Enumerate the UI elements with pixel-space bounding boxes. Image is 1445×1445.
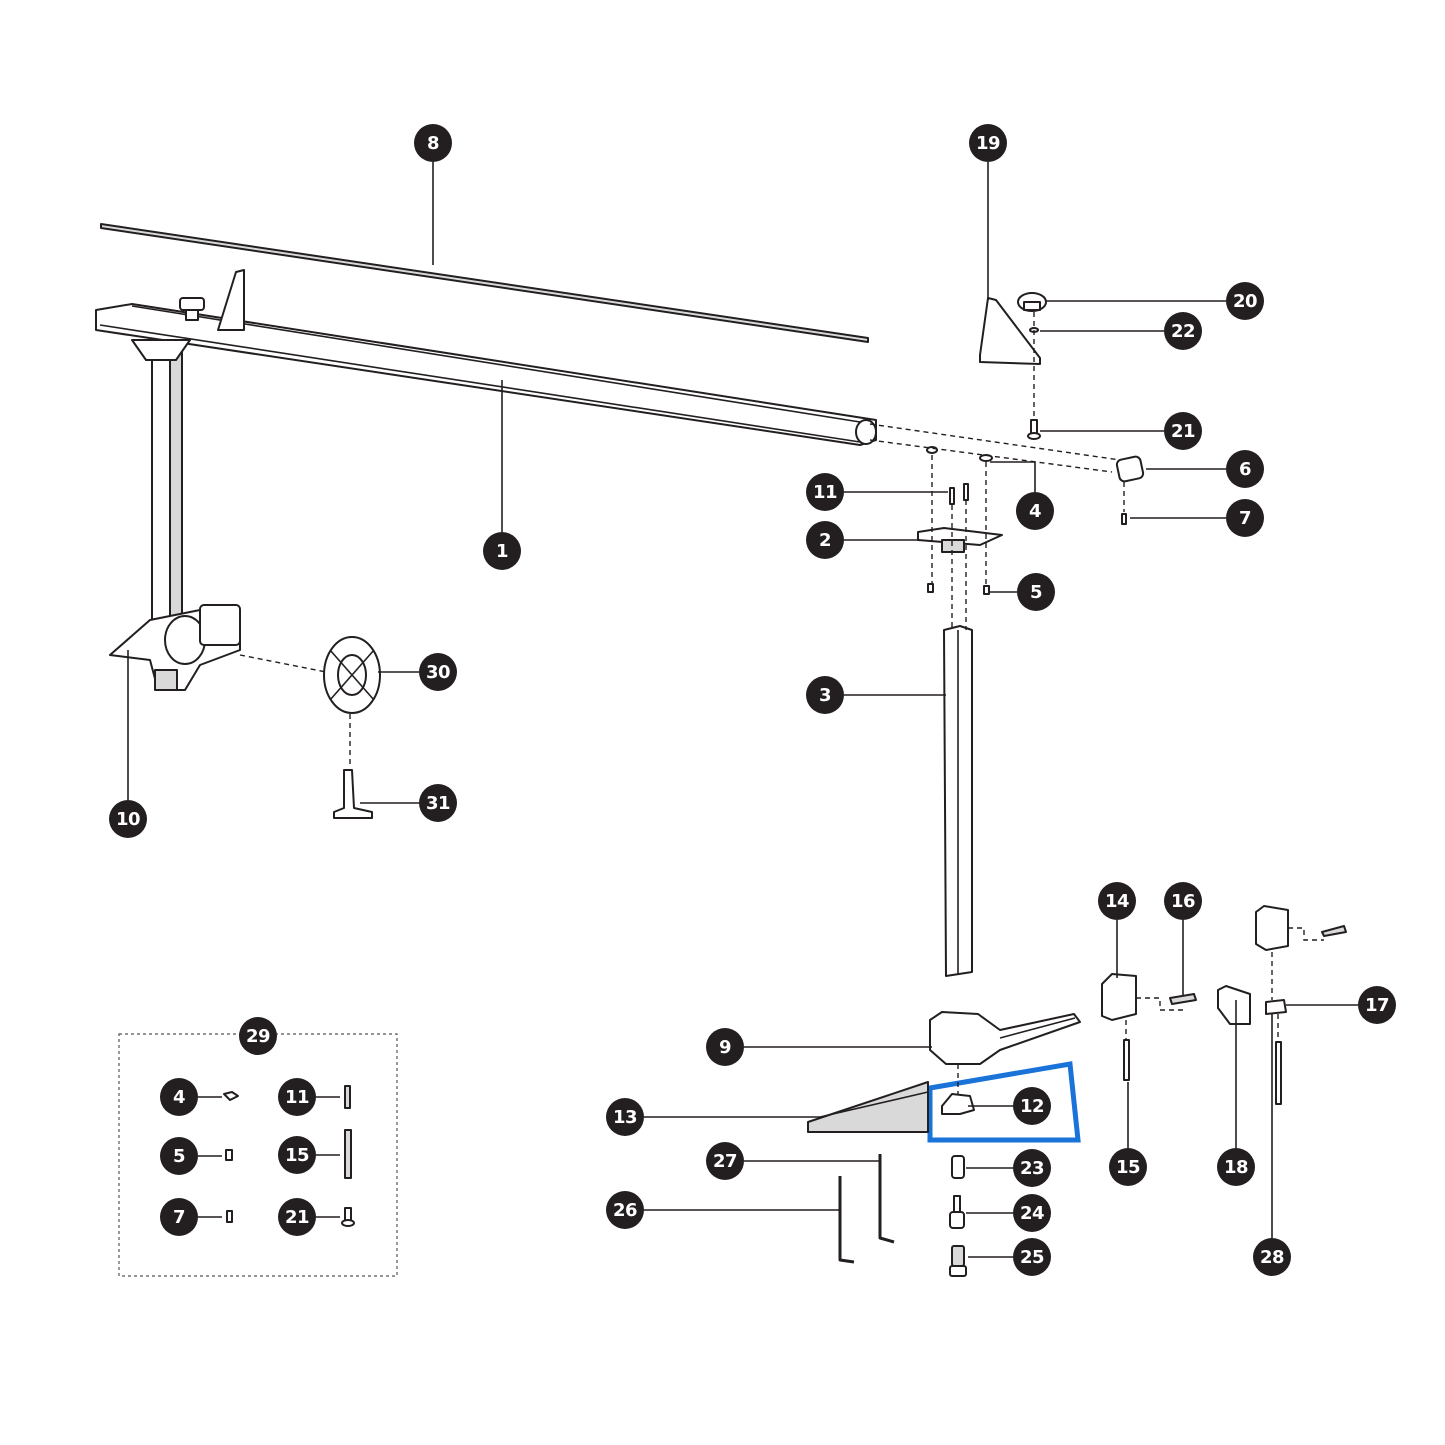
- part-10-post: [131, 339, 191, 621]
- kit-29-item-4[interactable]: 4: [160, 1078, 198, 1116]
- leader-lines: [127, 162, 1358, 1258]
- callout-27[interactable]: 27: [706, 1142, 744, 1180]
- callout-17[interactable]: 17: [1358, 986, 1396, 1024]
- assembly-lines: [239, 312, 1324, 1094]
- kit-29-item-11[interactable]: 11: [278, 1078, 316, 1116]
- part-1-rail: [95, 303, 877, 446]
- part-12-clip: [941, 1093, 975, 1115]
- part-18-bracket: [1217, 985, 1251, 1025]
- part-14-clamp: [1101, 973, 1137, 1021]
- part-17-clamp-set: [1255, 905, 1347, 1015]
- part-7-screw: [1121, 513, 1127, 525]
- part-20-knob: [1017, 292, 1047, 312]
- callout-14[interactable]: 14: [1098, 882, 1136, 920]
- kit-29-item-21[interactable]: 21: [278, 1198, 316, 1236]
- callout-24[interactable]: 24: [1013, 1194, 1051, 1232]
- callout-21[interactable]: 21: [1164, 412, 1202, 450]
- callout-4[interactable]: 4: [1016, 492, 1054, 530]
- rail-bracket: [179, 269, 245, 331]
- part-8-strip: [100, 223, 869, 343]
- callout-29[interactable]: 29: [239, 1017, 277, 1055]
- callout-19[interactable]: 19: [969, 124, 1007, 162]
- callout-1[interactable]: 1: [483, 532, 521, 570]
- callout-9[interactable]: 9: [706, 1028, 744, 1066]
- part-25-spring: [949, 1245, 967, 1277]
- part-2-plate: [917, 527, 1003, 553]
- callout-26[interactable]: 26: [606, 1191, 644, 1229]
- callout-7[interactable]: 7: [1226, 499, 1264, 537]
- callout-22[interactable]: 22: [1164, 312, 1202, 350]
- callout-16[interactable]: 16: [1164, 882, 1202, 920]
- part-4-nut: [979, 454, 993, 462]
- part-21-bolt: [1027, 419, 1041, 440]
- callout-2[interactable]: 2: [806, 521, 844, 559]
- callout-6[interactable]: 6: [1226, 450, 1264, 488]
- part-23-lock-barrel: [951, 1155, 965, 1179]
- part-31-tool: [333, 769, 373, 819]
- callout-18[interactable]: 18: [1217, 1148, 1255, 1186]
- part-15-bolt: [1123, 1039, 1130, 1081]
- part-13-pad: [807, 1081, 929, 1133]
- callout-20[interactable]: 20: [1226, 282, 1264, 320]
- part-6-cap: [1115, 455, 1145, 483]
- callout-15[interactable]: 15: [1109, 1148, 1147, 1186]
- kit-29-item-7[interactable]: 7: [160, 1198, 198, 1236]
- callout-23[interactable]: 23: [1013, 1149, 1051, 1187]
- callout-12[interactable]: 12: [1013, 1087, 1051, 1125]
- kit-29-box: [118, 1033, 398, 1277]
- kit-29-item-15[interactable]: 15: [278, 1136, 316, 1174]
- callout-25[interactable]: 25: [1013, 1238, 1051, 1276]
- part-5-screw: [983, 585, 990, 595]
- highlight-box-part-12: [927, 1061, 1081, 1143]
- callout-30[interactable]: 30: [419, 653, 457, 691]
- kit-29-item-5[interactable]: 5: [160, 1137, 198, 1175]
- part-5-screw-b: [927, 583, 934, 593]
- callout-5[interactable]: 5: [1017, 573, 1055, 611]
- part-28-bolt: [1275, 1041, 1282, 1105]
- callout-8[interactable]: 8: [414, 124, 452, 162]
- part-24-key: [949, 1195, 965, 1229]
- part-30-knob: [323, 636, 381, 714]
- part-4-nut-b: [926, 446, 938, 454]
- callout-3[interactable]: 3: [806, 676, 844, 714]
- callout-31[interactable]: 31: [419, 784, 457, 822]
- part-16-clip: [1169, 993, 1197, 1005]
- callout-13[interactable]: 13: [606, 1098, 644, 1136]
- callout-11[interactable]: 11: [806, 473, 844, 511]
- callout-10[interactable]: 10: [109, 800, 147, 838]
- part-3-upright: [943, 625, 973, 977]
- part-27-allen-key: [878, 1154, 895, 1244]
- part-9-base: [929, 1011, 1081, 1065]
- part-26-allen-key: [838, 1176, 855, 1264]
- callout-28[interactable]: 28: [1253, 1238, 1291, 1276]
- part-10-clamp: [109, 604, 241, 691]
